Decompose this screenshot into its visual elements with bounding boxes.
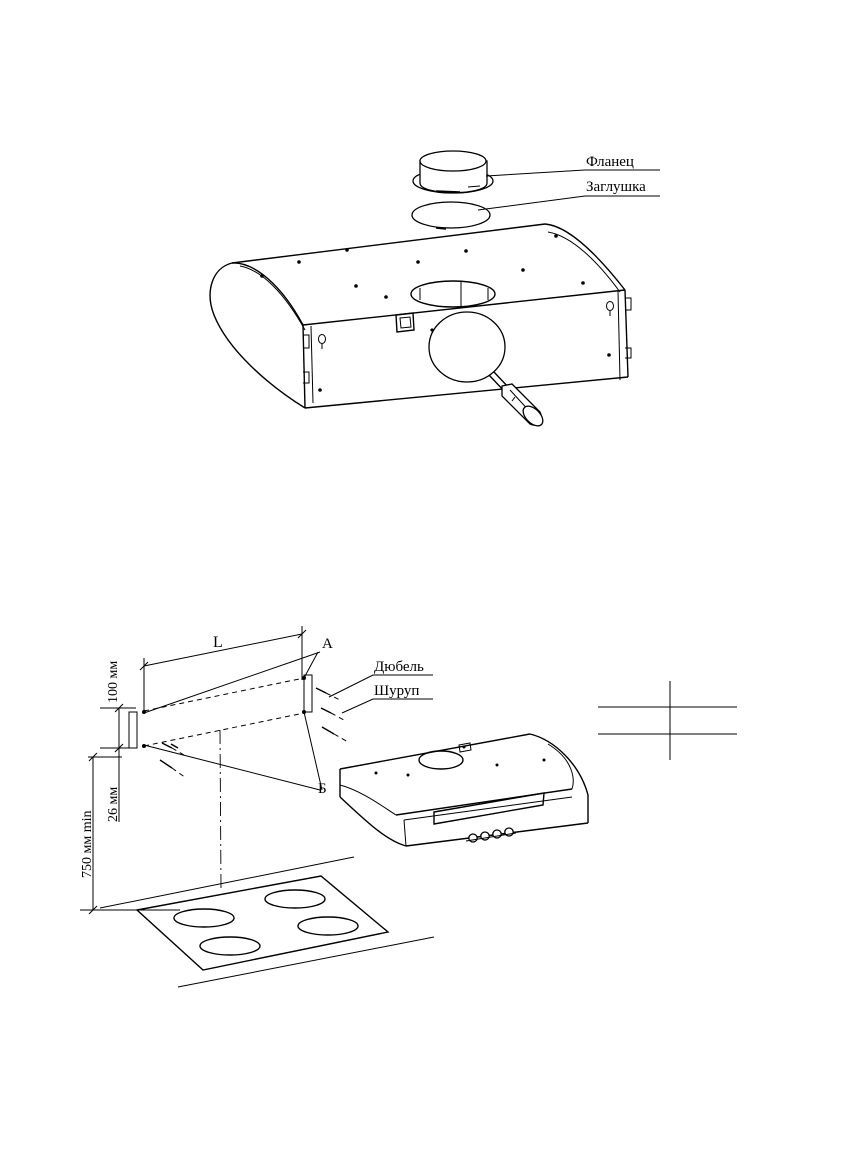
dimension-l: L <box>140 626 306 713</box>
point-a-label: А <box>322 636 333 652</box>
plug-disc <box>412 202 490 229</box>
dimension-26mm-label: 26 мм <box>106 787 121 822</box>
hood-body-top-view <box>210 224 631 408</box>
flange-label: Фланец <box>586 154 634 170</box>
screw-label: Шуруп <box>374 683 419 699</box>
figure-flange-assembly: Фланец Заглушка <box>210 151 660 429</box>
screwdriver-tool <box>489 372 546 429</box>
center-line <box>220 730 221 888</box>
dimension-750mm: 750 мм min <box>80 753 180 914</box>
dowel-label: Дюбель <box>374 659 424 675</box>
hood-body-front-view <box>340 734 588 846</box>
dimension-750mm-label: 750 мм min <box>80 811 95 879</box>
plug-label-group: Заглушка <box>478 179 660 210</box>
flange-part <box>413 151 493 193</box>
dimension-100mm-label: 100 мм <box>106 661 121 703</box>
blank-table <box>598 681 737 760</box>
mounting-outline <box>129 652 322 790</box>
plug-label: Заглушка <box>586 179 646 195</box>
flange-label-group: Фланец <box>486 154 660 176</box>
cooktop <box>100 857 434 987</box>
dimension-l-label: L <box>213 634 223 651</box>
figure-wall-mounting: 100 мм 26 мм 750 мм min L <box>80 626 737 987</box>
dimension-100mm: 100 мм <box>100 661 136 752</box>
point-b-label: Б <box>318 781 327 797</box>
screw-label-group: Шуруп <box>342 683 433 713</box>
